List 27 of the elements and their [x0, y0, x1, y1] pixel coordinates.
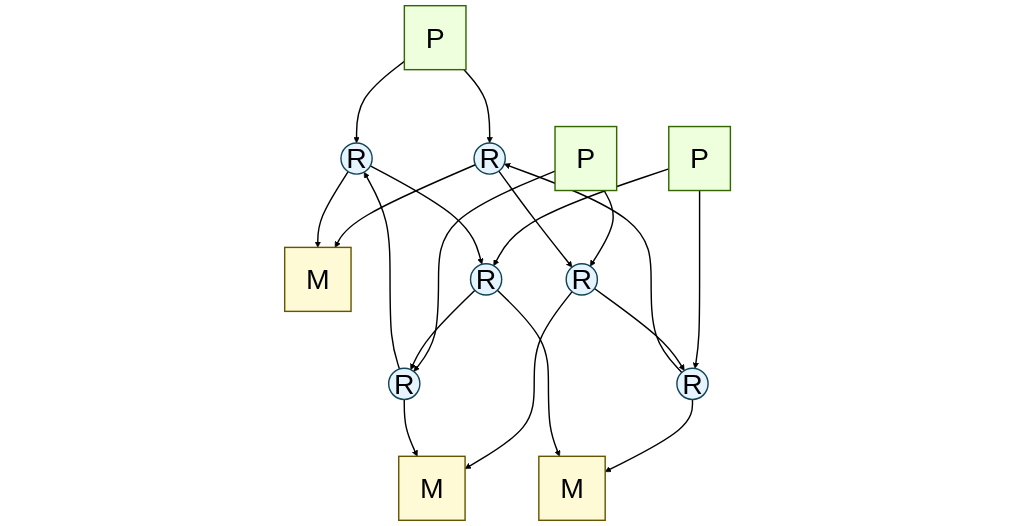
node-circle: [469, 263, 503, 296]
node-box: [538, 455, 606, 521]
node-box: [398, 455, 466, 521]
node-box: [668, 125, 732, 192]
arrow: [369, 165, 484, 265]
arrow: [498, 170, 573, 268]
node-box: [403, 5, 467, 71]
arrow: [503, 163, 683, 374]
arrow: [314, 170, 349, 248]
arrow: [692, 189, 701, 369]
node-circle: [387, 367, 421, 401]
flowchart-drawing: P M P M P M R R R R R R: [278, 0, 737, 526]
node-box: [283, 246, 352, 313]
node-circle: [676, 367, 709, 401]
arrow: [496, 289, 561, 457]
node-circle: [473, 142, 506, 175]
arrow: [463, 68, 493, 144]
arrow: [593, 287, 685, 371]
arrow: [363, 171, 401, 370]
node-box: [554, 125, 618, 192]
node-circle: [340, 142, 373, 175]
arrow: [410, 289, 476, 370]
arrow: [403, 398, 418, 457]
arrow: [334, 164, 476, 248]
node-circle: [565, 263, 599, 296]
arrow: [589, 189, 614, 267]
arrow: [353, 60, 405, 144]
